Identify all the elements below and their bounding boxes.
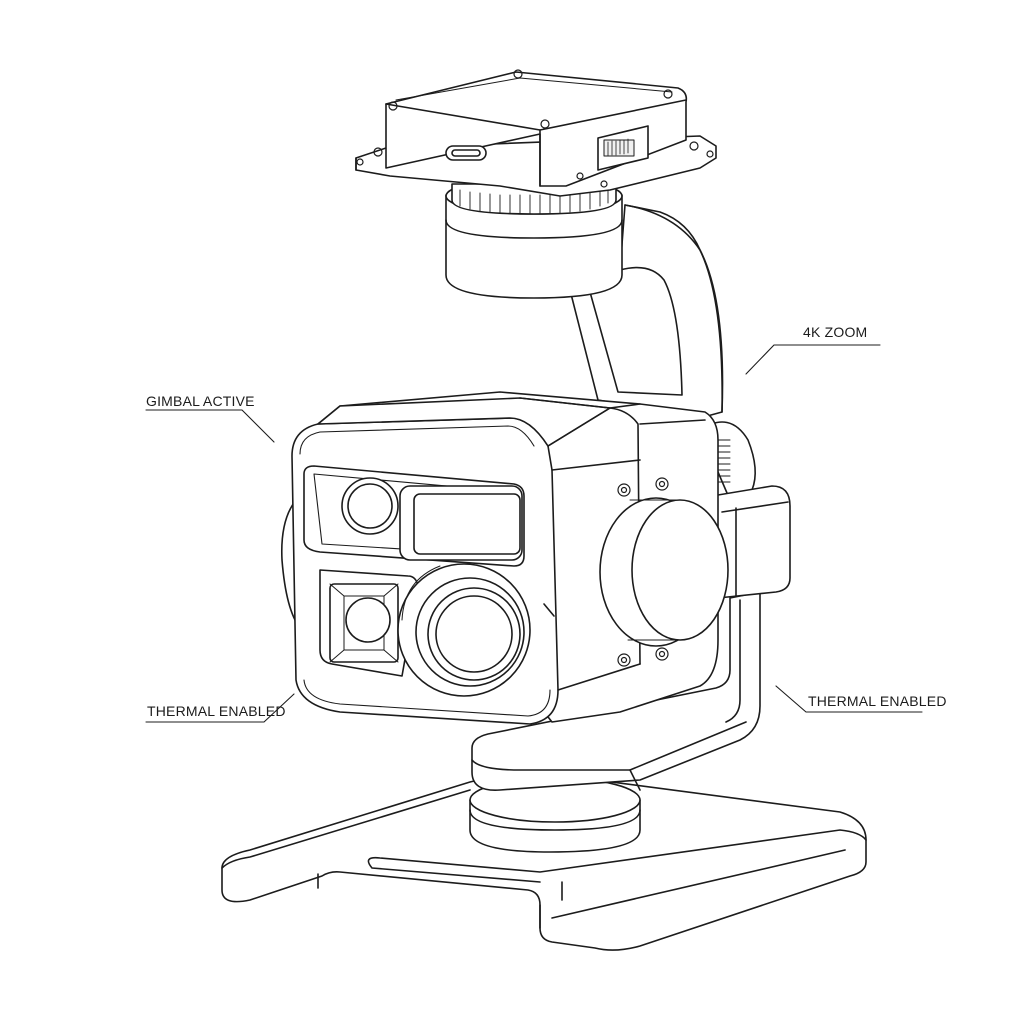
top-mount-block [355,69,717,197]
thermal-sensor [319,569,419,677]
top-motor [445,177,623,299]
leader-gimbal-active [145,409,275,443]
slide-switch-icon [597,125,649,171]
callout-4k-zoom: 4K ZOOM [803,324,868,340]
callout-leaders [145,344,923,723]
roll-motor-cap [599,497,729,647]
upper-arm [569,204,724,419]
lower-arm [471,591,761,791]
base-plate [221,769,867,951]
leader-thermal-left [145,693,295,723]
callout-thermal-enabled-right: THERMAL ENABLED [808,693,947,709]
leader-4k-zoom [745,344,881,375]
callout-gimbal-active: GIMBAL ACTIVE [146,393,255,409]
lidar-sensor [341,477,399,535]
camera-body [280,391,729,725]
usb-c-port-icon [445,145,487,161]
wide-sensor-window [399,485,523,561]
leader-thermal-right [775,685,923,713]
callout-thermal-enabled-left: THERMAL ENABLED [147,703,286,719]
zoom-lens [397,563,531,697]
